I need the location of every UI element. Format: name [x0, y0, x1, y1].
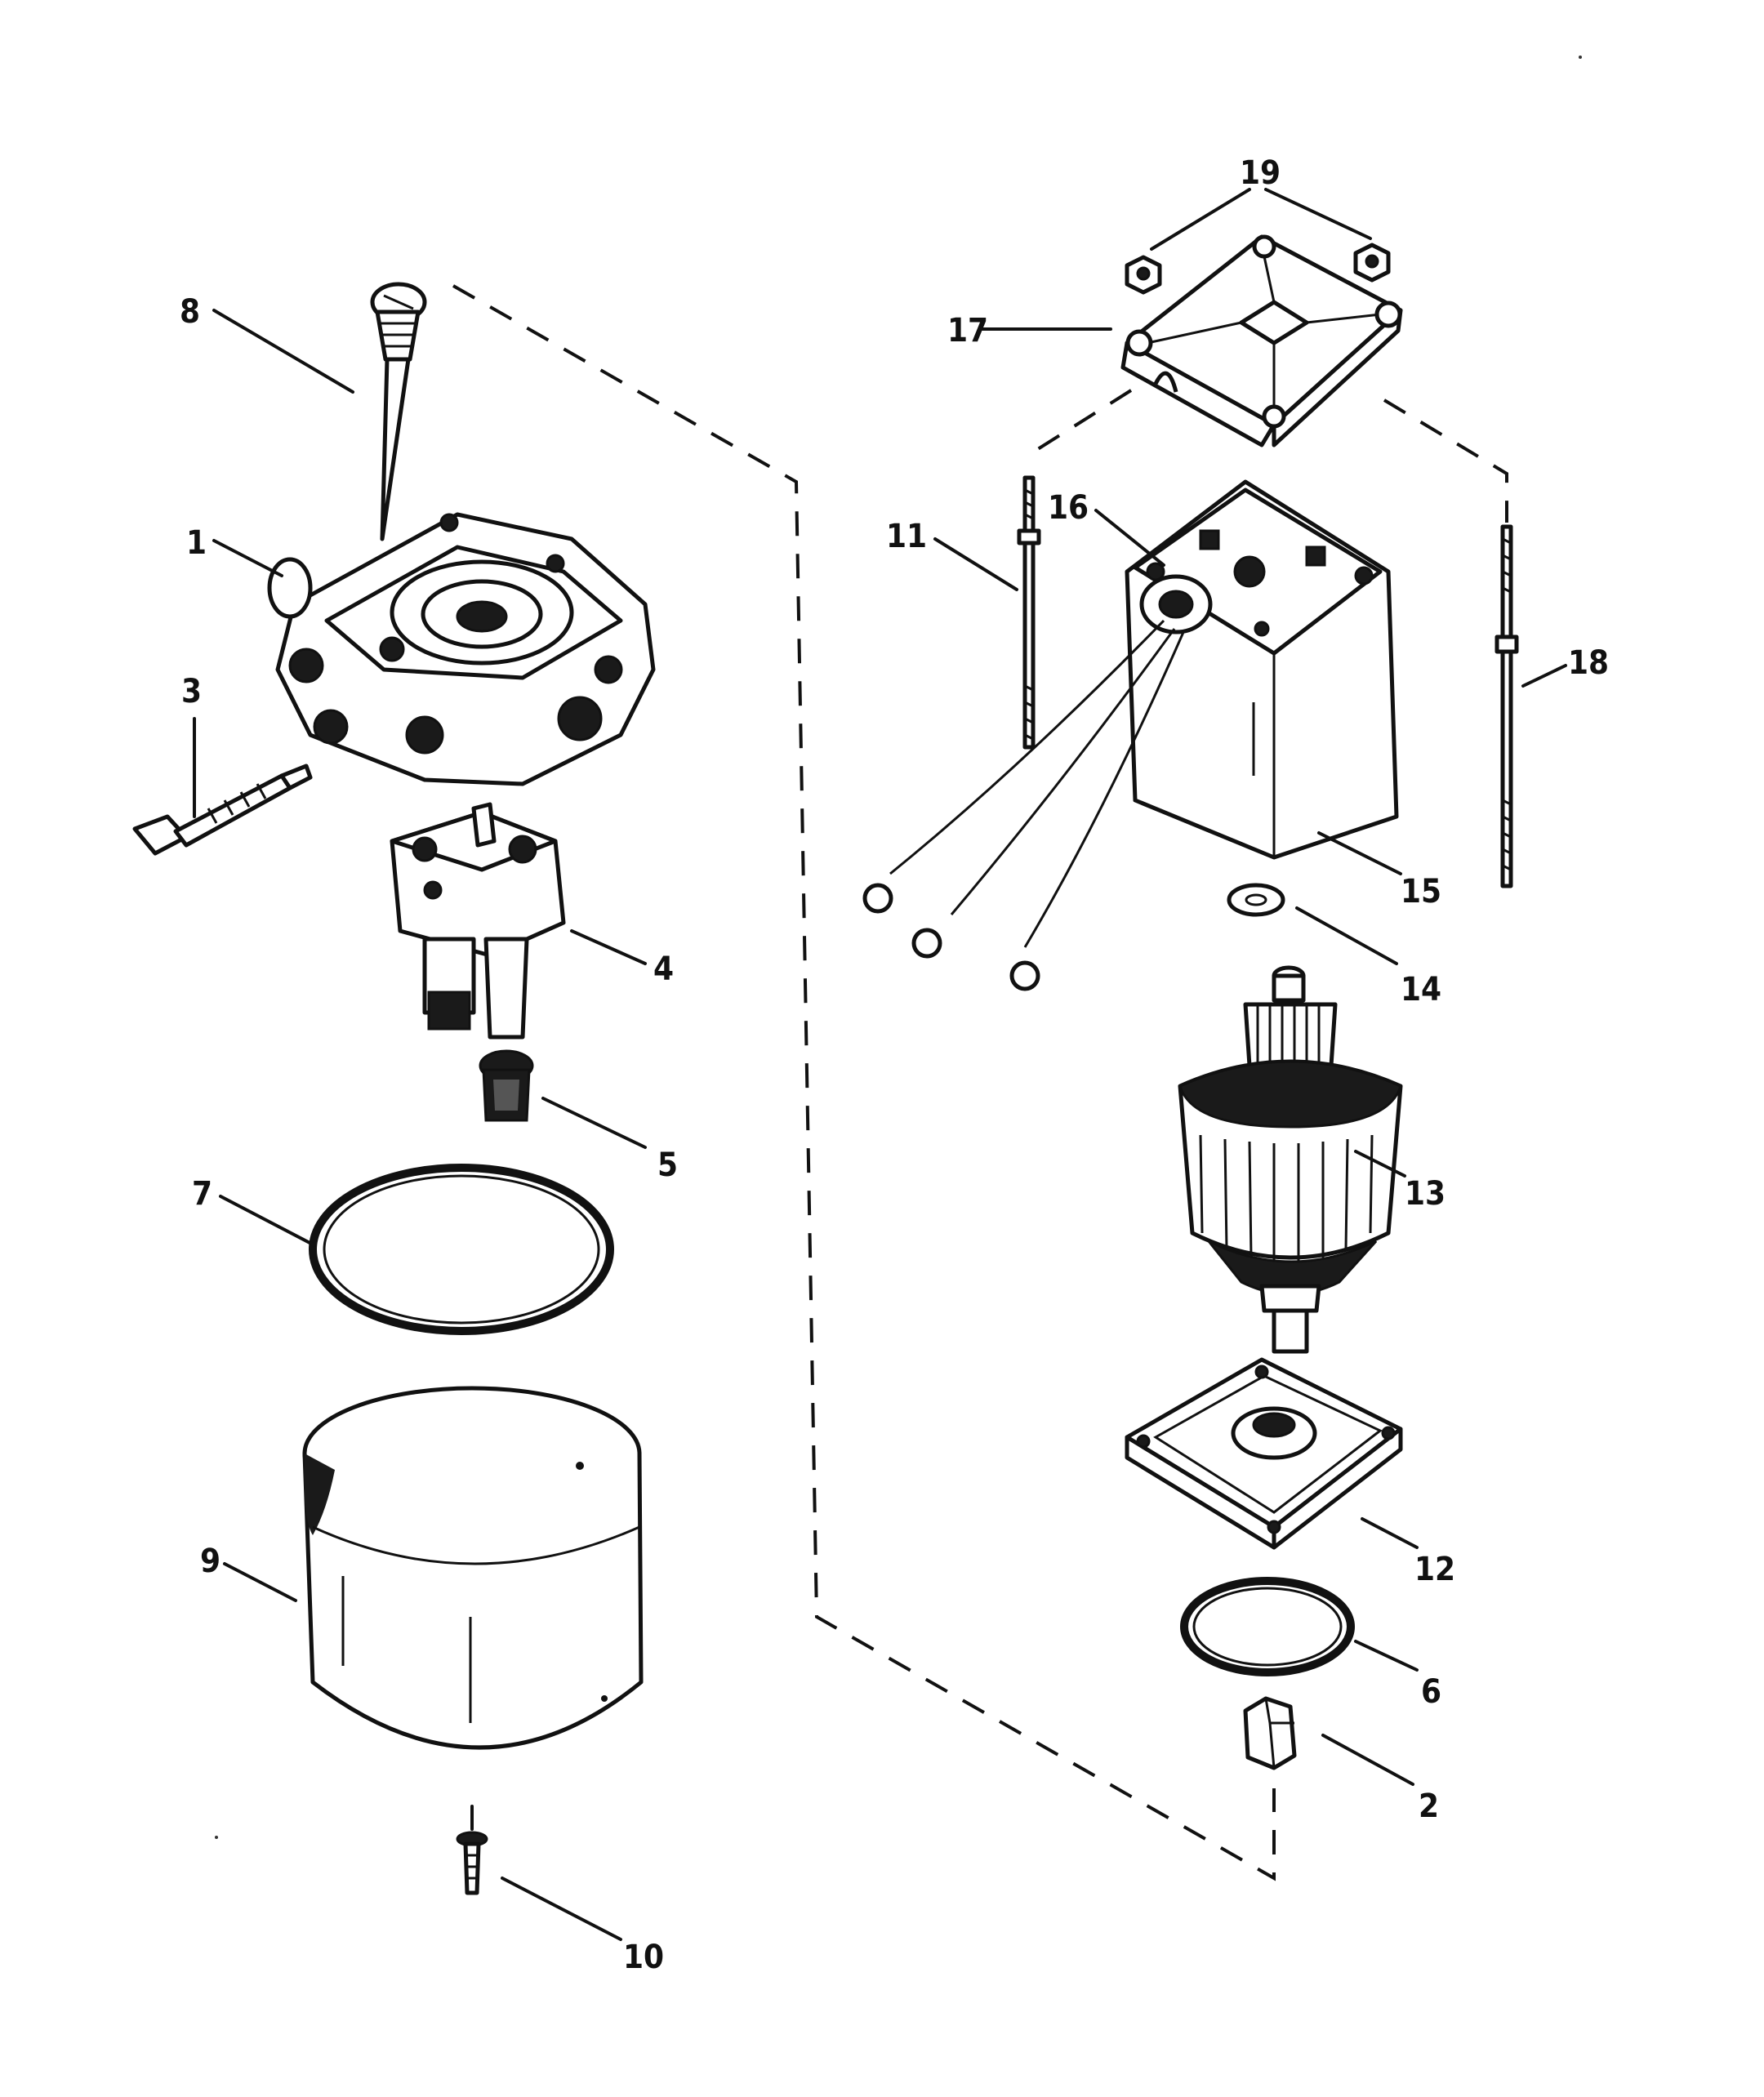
part-2-coupler — [1243, 1696, 1297, 1770]
part-14-washer — [1227, 883, 1285, 917]
callout-labels: 8 1 3 4 5 7 9 10 2 6 12 13 14 15 11 16 1… — [180, 154, 1609, 1976]
part-9-reservoir-cup — [302, 1386, 644, 1750]
callout-6: 6 — [1421, 1673, 1441, 1711]
part-10-small-screw — [456, 1805, 488, 1895]
part-19-nut-left — [1125, 255, 1162, 295]
part-6-o-ring — [1180, 1577, 1355, 1676]
callout-5: 5 — [657, 1146, 678, 1184]
callout-16: 16 — [1048, 489, 1089, 527]
part-19-nut-right — [1353, 243, 1391, 283]
callout-17: 17 — [947, 312, 988, 350]
callout-19: 19 — [1240, 154, 1281, 192]
part-12-end-plate — [1125, 1357, 1403, 1550]
part-4-valve-block — [390, 802, 566, 1040]
part-11-through-bolt — [1017, 475, 1041, 750]
callout-7: 7 — [192, 1175, 212, 1213]
motor-lead-wires — [862, 619, 1186, 991]
callout-13: 13 — [1405, 1175, 1446, 1213]
callout-18: 18 — [1568, 644, 1609, 682]
part-8-needle-screw — [370, 282, 427, 541]
part-5-fitting — [479, 1049, 534, 1122]
part-17-end-cover — [1120, 234, 1403, 447]
callout-8: 8 — [180, 293, 200, 331]
callout-14: 14 — [1401, 971, 1441, 1008]
part-7-o-ring — [309, 1164, 614, 1335]
callout-11: 11 — [886, 518, 927, 555]
callout-3: 3 — [181, 673, 202, 710]
part-15-motor-housing — [1125, 479, 1399, 860]
part-13-armature — [1178, 965, 1403, 1354]
part-1-pump-body — [267, 512, 656, 786]
callout-15: 15 — [1401, 873, 1441, 910]
part-16-grommet — [1139, 574, 1213, 634]
callout-9: 9 — [200, 1543, 220, 1580]
scan-specks — [215, 56, 1582, 1839]
callout-10: 10 — [623, 1939, 664, 1976]
callout-1: 1 — [186, 524, 207, 562]
callout-2: 2 — [1419, 1788, 1439, 1825]
callout-4: 4 — [653, 951, 674, 988]
assembly-dashed-outline — [452, 284, 1508, 1881]
part-3-valve-screw — [132, 764, 313, 856]
leader-lines — [193, 188, 1567, 1941]
callout-12: 12 — [1414, 1551, 1455, 1588]
part-18-through-bolt — [1494, 524, 1519, 888]
